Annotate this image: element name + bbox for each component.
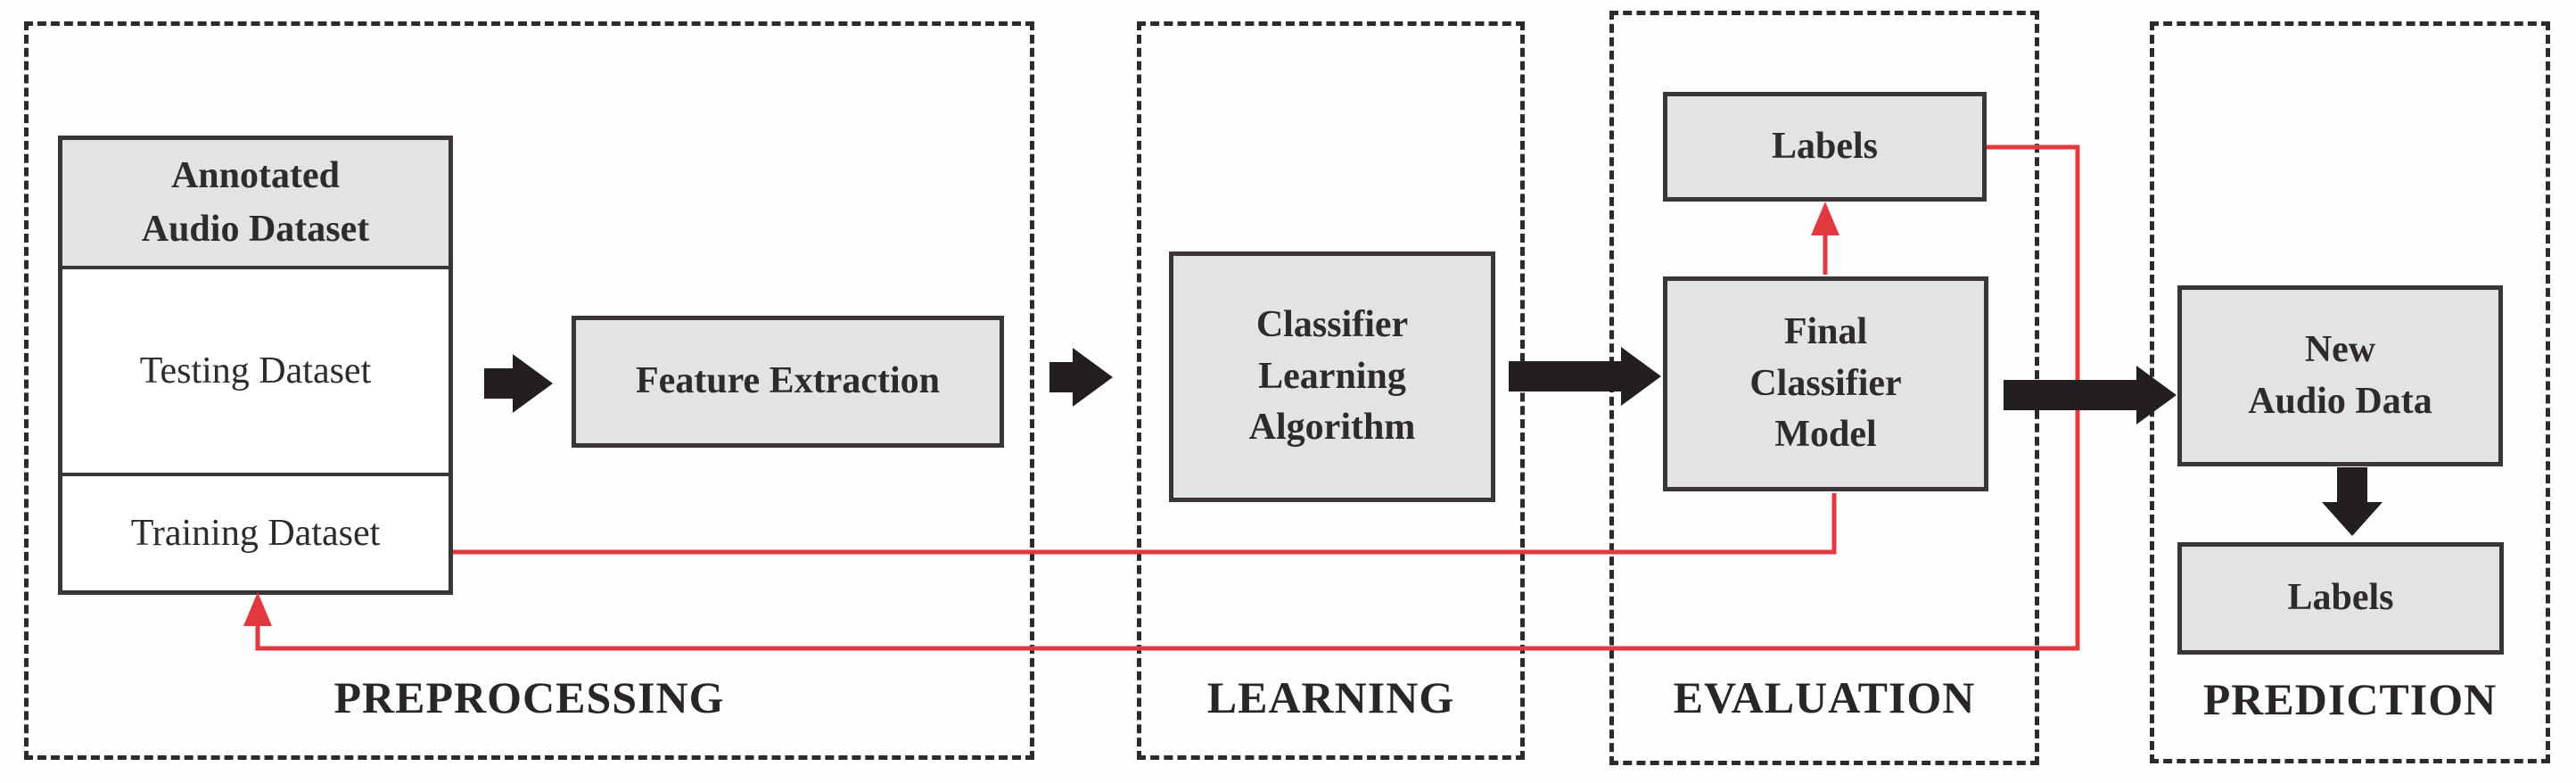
- stage-evaluation-label: EVALUATION: [1673, 672, 1976, 722]
- training-dataset-section: Training Dataset: [62, 476, 449, 590]
- stage-prediction-label: PREDICTION: [2202, 674, 2498, 724]
- feature-extraction-node: Feature Extraction: [572, 316, 1004, 448]
- labels-prediction-node: Labels: [2177, 542, 2504, 655]
- stage-preprocessing-label: PREPROCESSING: [333, 672, 725, 722]
- annotated-audio-dataset-node: Annotated Audio Dataset Testing Dataset …: [58, 136, 453, 595]
- labels-evaluation-node: Labels: [1663, 92, 1987, 202]
- stage-learning-label: LEARNING: [1206, 672, 1455, 722]
- new-audio-data-node: New Audio Data: [2177, 285, 2503, 466]
- arrow-feature-extraction-to-classifier-icon: [1049, 348, 1113, 407]
- classifier-learning-algorithm-node: Classifier Learning Algorithm: [1169, 251, 1495, 502]
- testing-dataset-section: Testing Dataset: [62, 269, 449, 476]
- final-classifier-model-node: Final Classifier Model: [1663, 276, 1988, 491]
- annotated-audio-dataset-header: Annotated Audio Dataset: [62, 140, 449, 269]
